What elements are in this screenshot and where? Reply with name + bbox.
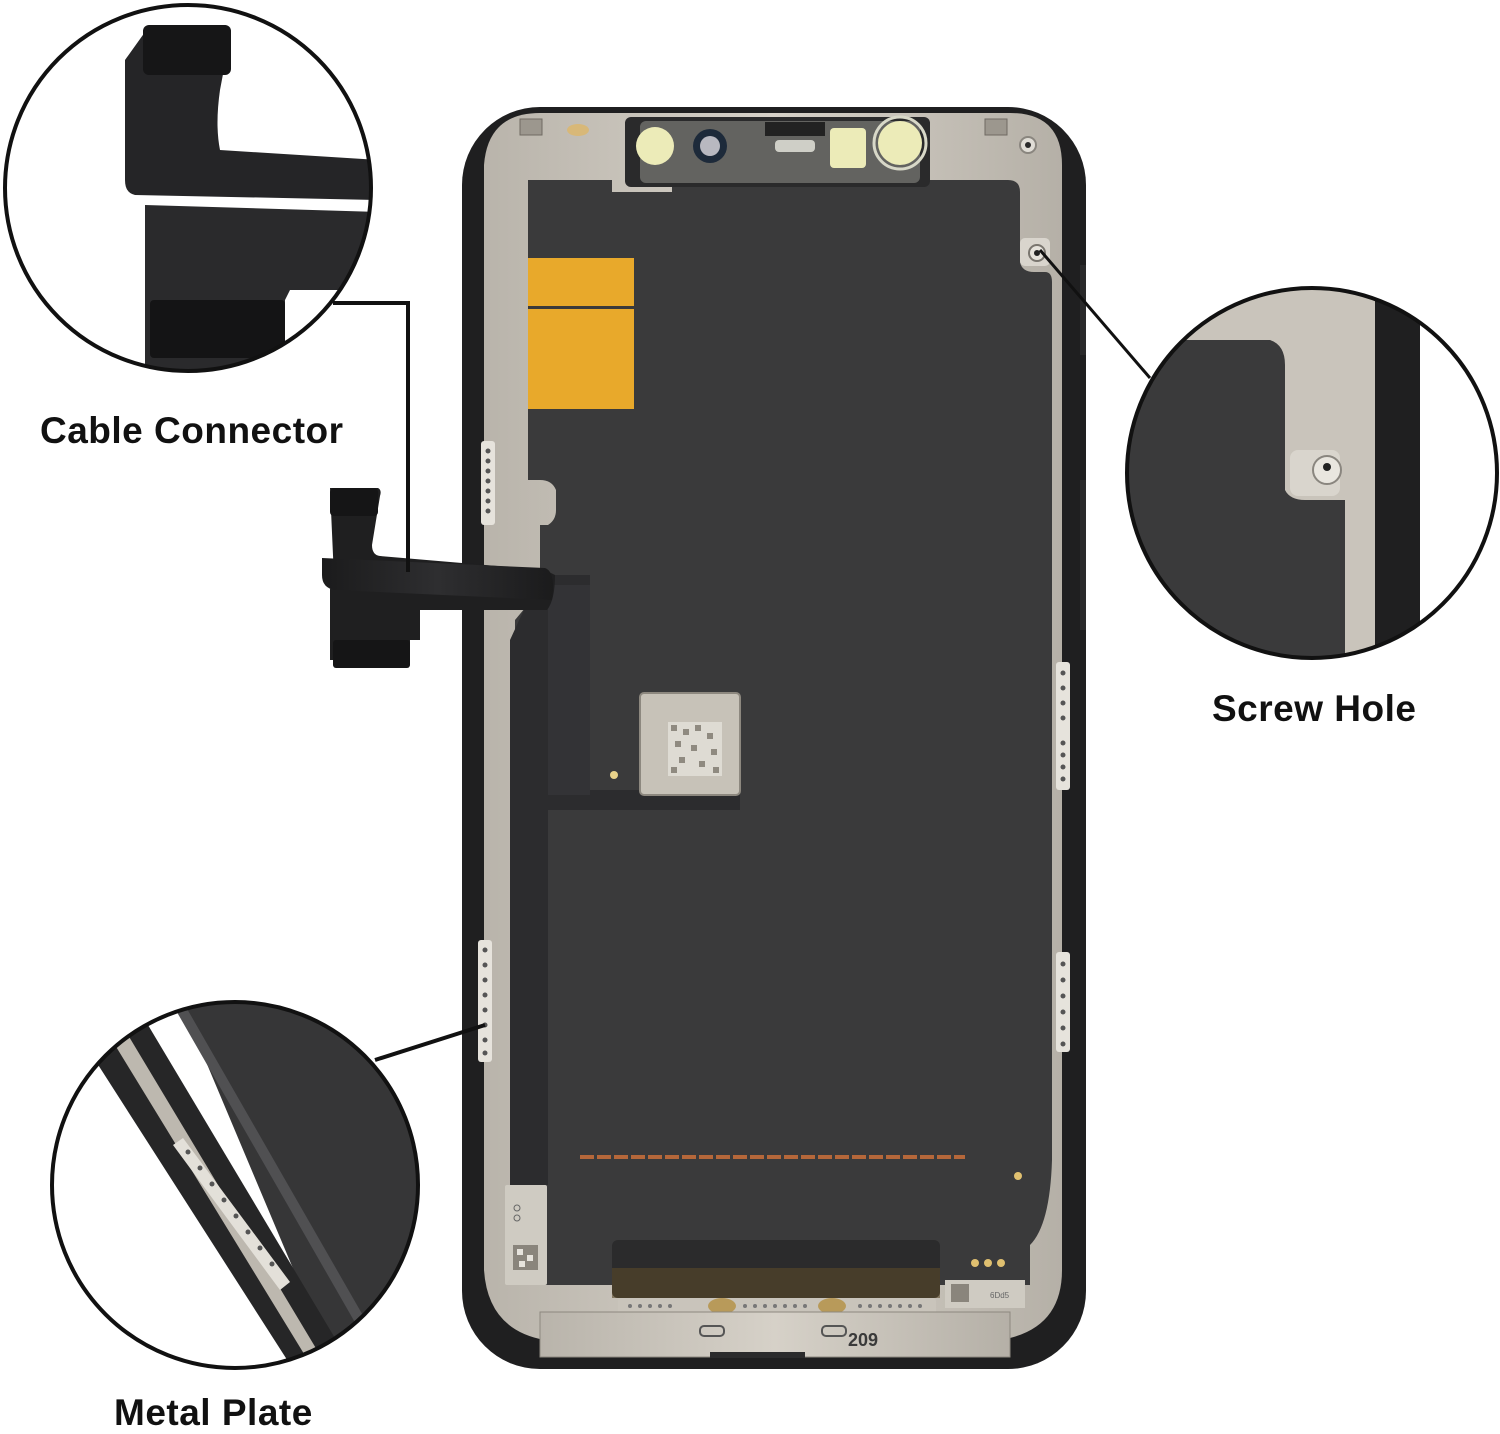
oled-panel (515, 180, 1052, 1285)
bottom-right-label-code: 6Dd5 (990, 1291, 1010, 1300)
amber-adhesive-tape (528, 258, 634, 409)
leader-line (374, 1023, 486, 1062)
zoom-circle (50, 1000, 420, 1370)
left-contact-strip-lower (478, 940, 492, 1062)
leader-line (1038, 249, 1152, 379)
zoom-circle (1125, 286, 1499, 660)
bottom-left-label (505, 1185, 547, 1285)
left-contact-strip-upper (481, 441, 495, 525)
sensor-pad-middle (830, 128, 866, 168)
driver-ic-shield (639, 692, 741, 796)
right-contact-strip-lower (1056, 952, 1070, 1052)
zoom-circle (3, 3, 373, 373)
callout-cable-connector (3, 3, 410, 572)
display-flex-trace (510, 575, 740, 1185)
label-metal-plate: Metal Plate (114, 1392, 313, 1433)
label-cable-connector: Cable Connector (40, 410, 344, 451)
shield-number: 209 (848, 1330, 878, 1350)
bottom-connector-area: 6Dd5 (612, 1240, 1025, 1314)
bottom-metal-shield: 209 (539, 1311, 1011, 1358)
callout-screw-hole (1038, 249, 1499, 660)
leader-line (333, 301, 410, 572)
top-sensor-assembly (625, 115, 930, 187)
display-assembly: 6Dd5 209 (462, 107, 1086, 1369)
screw-hole-detail (1020, 238, 1050, 266)
sensor-pad-left (636, 127, 674, 165)
external-flex-cable (322, 488, 555, 668)
sensor-pad-right (878, 121, 922, 165)
right-contact-strip-upper (1056, 662, 1070, 790)
callout-metal-plate (50, 1000, 486, 1370)
label-screw-hole: Screw Hole (1212, 688, 1417, 729)
